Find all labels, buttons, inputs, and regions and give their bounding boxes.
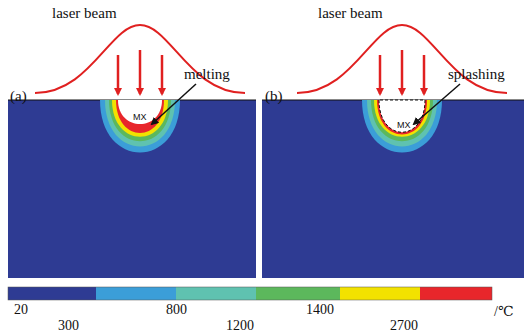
scale-value: 300 (58, 318, 79, 333)
scale-value: 1400 (306, 302, 334, 317)
beam-arrows (118, 50, 424, 94)
marker-text: MX (133, 113, 147, 123)
beam-profile (35, 25, 245, 93)
callout-label: melting (184, 66, 230, 83)
beam-profile (297, 25, 507, 93)
scale-value: 800 (166, 302, 187, 317)
leader-line (152, 84, 196, 124)
workpiece-b (262, 100, 524, 278)
workpiece-a (8, 100, 256, 278)
panel-tag: (b) (265, 88, 283, 105)
color-bar (8, 287, 492, 300)
scale-value: 20 (14, 302, 28, 317)
scale-value: 1200 (226, 318, 254, 333)
callout-label: splashing (448, 66, 505, 83)
beam-label: laser beam (318, 5, 383, 22)
leader-line (414, 84, 460, 124)
marker-text: MX (397, 121, 411, 131)
scale-unit: /℃ (494, 304, 514, 319)
scale-value: 2700 (390, 318, 418, 333)
panel-tag: (a) (10, 88, 27, 105)
melt-pool-b (362, 100, 442, 153)
beam-label: laser beam (52, 5, 117, 22)
melt-pool-a (100, 100, 180, 153)
